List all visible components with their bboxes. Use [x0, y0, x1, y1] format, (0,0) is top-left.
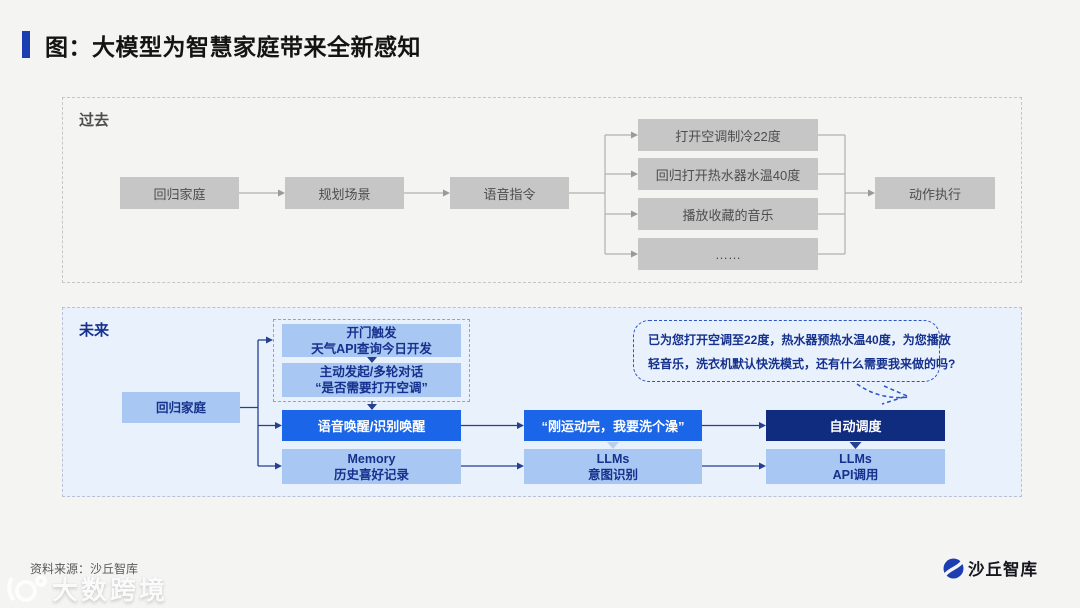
title-accent-bar [22, 31, 30, 58]
llm-intent-line2: 意图识别 [587, 467, 638, 482]
assistant-speech-bubble: 已为您打开空调至22度，热水器预热水温40度，为您播放 轻音乐，洗衣机默认快洗模… [633, 320, 956, 382]
memory-line2: 历史喜好记录 [333, 467, 409, 482]
section-past: 过去 [62, 97, 1022, 283]
node-proactive-dialog: 主动发起/多轮对话 “是否需要打开空调” [282, 363, 461, 397]
door-trigger-line1: 开门触发 [346, 325, 397, 340]
node-cmd-music: 播放收藏的音乐 [638, 198, 818, 230]
llm-intent-line1: LLMs [596, 451, 630, 466]
node-voice-command: 语音指令 [450, 177, 569, 209]
node-action-execute: 动作执行 [875, 177, 995, 209]
node-auto-schedule: 自动调度 [766, 410, 945, 441]
node-plan-scene: 规划场景 [285, 177, 404, 209]
bubble-line1: 已为您打开空调至22度，热水器预热水温40度，为您播放 [648, 332, 951, 347]
bubble-line2: 轻音乐，洗衣机默认快洗模式，还有什么需要我来做的吗? [648, 356, 956, 371]
node-cmd-ac: 打开空调制冷22度 [638, 119, 818, 151]
node-door-trigger: 开门触发天气API查询今日开发 [282, 324, 461, 357]
memory-line1: Memory [347, 451, 396, 466]
node-cmd-ellipsis: …… [638, 238, 818, 270]
brand-logo: 沙丘智库 [943, 556, 1038, 580]
watermark: 大数跨境 [6, 570, 168, 607]
llm-api-line2: API调用 [832, 467, 879, 482]
door-trigger-line2: 天气API查询今日开发 [311, 341, 432, 356]
proactive-dialog-line1: 主动发起/多轮对话 [319, 365, 424, 379]
node-return-home-future: 回归家庭 [122, 392, 240, 423]
node-voice-wake: 语音唤醒/识别唤醒 [282, 410, 461, 441]
llm-api-line1: LLMs [839, 451, 872, 466]
page-title: 图：大模型为智慧家庭带来全新感知 [45, 34, 421, 60]
future-label: 未来 [79, 322, 110, 339]
brand-name: 沙丘智库 [968, 561, 1038, 579]
node-user-utterance: “刚运动完，我要洗个澡” [524, 410, 702, 441]
proactive-dialog-line2: “是否需要打开空调” [315, 381, 428, 395]
watermark-logo-icon [7, 574, 47, 602]
node-return-home-past: 回归家庭 [120, 177, 239, 209]
watermark-text: 大数跨境 [52, 575, 169, 605]
brand-logo-icon [943, 558, 964, 578]
source-note: 资料来源：沙丘智库 [30, 562, 139, 576]
past-label: 过去 [79, 112, 110, 129]
node-cmd-heater: 回归打开热水器水温40度 [638, 158, 818, 190]
